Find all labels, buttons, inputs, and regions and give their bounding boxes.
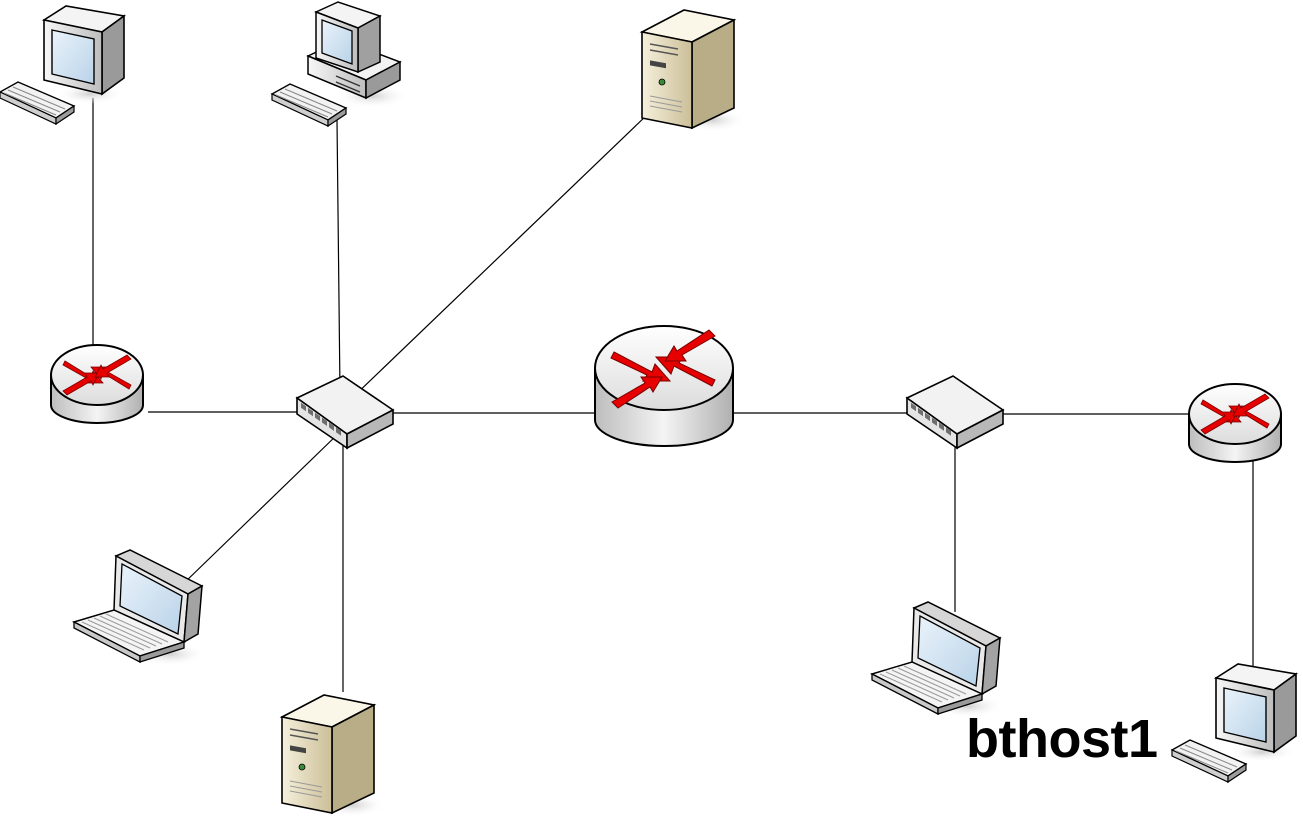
router-icon [50, 344, 144, 424]
host-label-bthost1: bthost1 [966, 709, 1158, 769]
switch-icon [296, 375, 394, 449]
link-server-top-switch [349, 113, 649, 401]
router-icon [1188, 383, 1282, 463]
desktop-computer-icon [271, 1, 409, 127]
link-switch-laptop-left [181, 431, 341, 586]
switch-icon [906, 375, 1004, 449]
laptop-icon [73, 549, 207, 667]
server-icon [281, 694, 387, 817]
router-icon [594, 325, 734, 447]
laptop-icon [871, 601, 1005, 719]
desktop-computer-icon [1171, 663, 1297, 783]
network-links [92, 98, 1254, 692]
server-icon [641, 9, 747, 133]
link-pc-center-switch [336, 119, 341, 393]
desktop-computer-icon [0, 5, 125, 125]
